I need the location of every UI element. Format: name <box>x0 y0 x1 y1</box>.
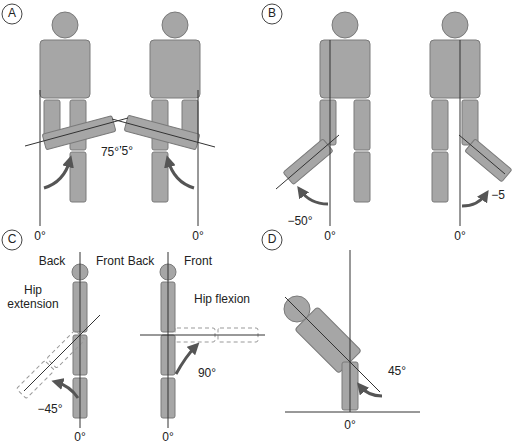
curved-arrow <box>168 160 194 188</box>
zero-line <box>350 250 351 412</box>
thigh <box>354 100 370 150</box>
zero-line <box>80 252 81 428</box>
angle-line <box>276 135 339 189</box>
thigh <box>320 100 336 145</box>
head <box>442 12 468 38</box>
moved-leg-outline <box>16 328 258 399</box>
panel-circle <box>2 230 22 250</box>
shank <box>152 152 168 202</box>
zero-line <box>460 40 461 226</box>
angle-line <box>25 118 128 146</box>
panel-letter-circles <box>2 4 282 250</box>
shank <box>354 152 370 202</box>
shank <box>432 152 448 202</box>
zero-reference: 0° <box>161 431 174 445</box>
curved-arrow <box>56 382 78 398</box>
angle-value: 45° <box>387 365 407 379</box>
panel-letter: D <box>267 233 278 247</box>
angle-line <box>285 297 380 392</box>
direction-label: Front <box>95 255 125 269</box>
zero-reference: 0° <box>191 230 204 244</box>
direction-label: Back <box>127 255 156 269</box>
direction-label: Back <box>38 255 67 269</box>
zero-line <box>330 40 331 226</box>
head <box>52 12 78 38</box>
panel-letter: A <box>7 7 17 21</box>
torso <box>150 40 200 98</box>
zero-line <box>198 90 199 226</box>
angle-line <box>140 335 265 336</box>
zero-reference: 0° <box>33 230 46 244</box>
panel-letter: B <box>267 7 277 21</box>
torso <box>320 40 370 98</box>
zero-reference: 0° <box>453 230 466 244</box>
angle-value: 90° <box>197 367 217 381</box>
thigh <box>432 100 448 150</box>
shank <box>70 152 86 202</box>
zero-reference: 0° <box>343 419 356 433</box>
panel-circle <box>262 4 282 24</box>
zero-line <box>40 90 41 226</box>
angle-line <box>112 119 215 147</box>
zero-reference: 0° <box>323 230 336 244</box>
panel-letter: C <box>7 233 18 247</box>
curved-arrow <box>462 194 486 206</box>
thigh <box>462 100 478 145</box>
curved-arrow <box>44 160 70 188</box>
curved-arrow <box>300 190 328 204</box>
zero-reference: 0° <box>73 431 86 445</box>
angle-value: −5 <box>490 189 506 203</box>
motion-name: Hip flexion <box>192 293 252 307</box>
panel-circle <box>262 230 282 250</box>
shank <box>42 116 116 150</box>
motion-name: Hip extension <box>3 284 63 312</box>
angle-value: 75° <box>100 146 120 160</box>
angle-value: −45° <box>36 403 63 417</box>
torso <box>430 40 480 98</box>
reference-lines <box>24 40 505 428</box>
panel-circle <box>2 4 22 24</box>
angle-value: −50° <box>286 215 313 229</box>
head <box>162 12 188 38</box>
motion-arrows <box>44 160 486 398</box>
direction-label: Front <box>183 255 213 269</box>
angle-line <box>24 315 100 391</box>
body-figures <box>40 12 512 418</box>
torso <box>40 40 90 98</box>
curved-arrow <box>176 346 196 374</box>
zero-line <box>168 252 169 428</box>
curved-arrow <box>360 386 382 396</box>
ground-line <box>285 412 420 413</box>
angle-line <box>459 135 505 174</box>
head <box>332 12 358 38</box>
